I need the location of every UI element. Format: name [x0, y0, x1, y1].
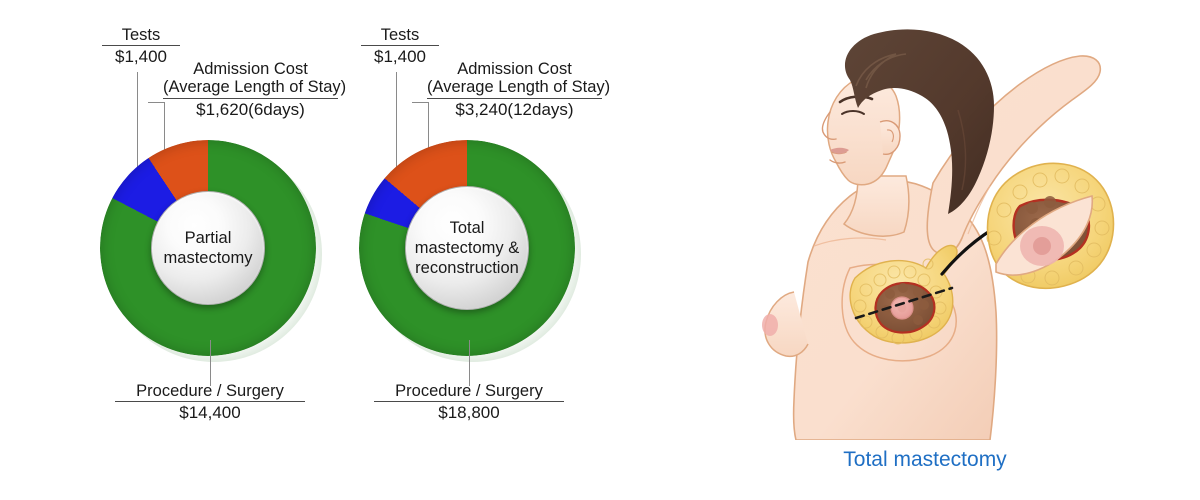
callout-procedure-label-1: Procedure / Surgery	[136, 382, 284, 400]
callout-rule	[102, 45, 180, 47]
leader-line-procedure-2	[469, 340, 470, 386]
donut-center-hub-1: Partial mastectomy	[151, 191, 265, 305]
collarbone-line	[813, 237, 887, 247]
callout-rule	[163, 97, 338, 99]
callout-admission-line1-2: Admission Cost	[457, 60, 572, 78]
donut-center-hub-2: Total mastectomy & reconstruction	[405, 186, 529, 310]
callout-procedure-label-2: Procedure / Surgery	[395, 382, 543, 400]
donut-chart-2: Total mastectomy & reconstruction	[359, 140, 581, 362]
far-nipple	[762, 314, 778, 336]
specimen-nipple	[1033, 237, 1051, 255]
callout-procedure-amount-2: $18,800	[438, 403, 500, 423]
hub-line-2a: Total	[449, 218, 485, 237]
leader-line-admission-h-1	[148, 102, 164, 103]
breast-cross-section	[841, 244, 958, 362]
callout-rule	[361, 45, 439, 47]
hub-line-2c: reconstruction	[415, 259, 519, 278]
callout-tests-amount-2: $1,400	[374, 47, 426, 67]
far-breast	[764, 291, 809, 358]
excision-dashed-line	[854, 286, 954, 320]
gland-lobes	[881, 283, 929, 325]
lips	[830, 147, 849, 154]
ear	[879, 120, 901, 155]
arm-shading	[967, 185, 991, 235]
chart-total-mastectomy-reconstruction: Tests $1,400 Admission Cost (Average Len…	[255, 0, 611, 440]
neck	[842, 175, 910, 237]
callout-admission-2: Admission Cost (Average Length of Stay) …	[427, 60, 611, 119]
closed-eye	[841, 110, 865, 115]
leader-line-admission-h-2	[412, 102, 428, 103]
nipple-center	[897, 303, 907, 313]
leader-line-tests-2	[396, 72, 397, 197]
callout-admission-line1-1: Admission Cost	[193, 60, 308, 78]
callout-procedure-amount-1: $14,400	[179, 403, 241, 423]
chart-partial-mastectomy: Tests $1,400 Admission Cost (Average Len…	[0, 0, 347, 440]
illustration-svg	[762, 29, 1115, 441]
callout-procedure-1: Procedure / Surgery $14,400	[110, 382, 310, 423]
callout-rule	[427, 97, 602, 99]
hair	[844, 29, 994, 215]
leader-line-procedure-1	[210, 340, 211, 386]
excised-specimen-inset	[986, 162, 1115, 290]
callout-tests-label-2: Tests	[380, 26, 420, 44]
donut-center-text-1: Partial mastectomy	[158, 228, 259, 268]
callout-admission-amount-2: $3,240(12days)	[455, 99, 574, 119]
donut-chart-1: Partial mastectomy	[100, 140, 322, 362]
medical-illustration: Total mastectomy	[690, 0, 1160, 471]
callout-tests-2: Tests $1,400	[355, 26, 445, 67]
hair-shading	[957, 109, 967, 191]
face-profile	[826, 76, 901, 186]
callout-admission-line2-1: (Average Length of Stay)	[163, 78, 347, 97]
callout-admission-1: Admission Cost (Average Length of Stay) …	[163, 60, 347, 119]
hub-line-1a: Partial	[184, 228, 232, 247]
illustration-caption: Total mastectomy	[843, 448, 1007, 471]
leader-line-admission-v-2	[428, 102, 429, 165]
leader-line-tests-1	[137, 72, 138, 197]
hair-strands	[855, 53, 907, 89]
ear-inner	[886, 129, 894, 143]
callout-tests-1: Tests $1,400	[96, 26, 186, 67]
callout-tests-amount-1: $1,400	[115, 47, 167, 67]
callout-tests-label-1: Tests	[121, 26, 161, 44]
callout-procedure-2: Procedure / Surgery $18,800	[369, 382, 569, 423]
callout-rule	[374, 401, 564, 403]
callout-rule	[115, 401, 305, 403]
callout-admission-amount-1: $1,620(6days)	[196, 99, 305, 119]
leader-line-admission-v-1	[164, 102, 165, 165]
hub-line-2b: mastectomy &	[414, 238, 520, 257]
donut-center-text-2: Total mastectomy & reconstruction	[409, 218, 526, 278]
hub-line-1b: mastectomy	[163, 249, 253, 267]
callout-admission-line2-2: (Average Length of Stay)	[427, 78, 611, 97]
